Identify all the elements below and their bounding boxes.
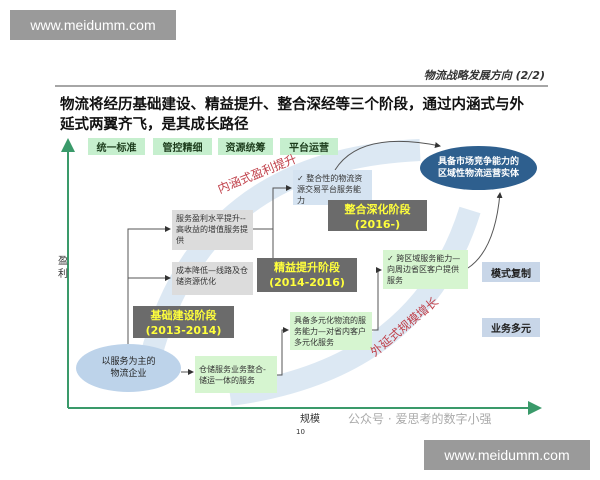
- tag-fine-control: 管控精细: [153, 138, 212, 155]
- stage-foundation: 基础建设阶段(2013-2014): [133, 306, 234, 338]
- gray-box-cost: 成本降低—线路及仓储资源优化: [172, 262, 253, 295]
- page-number: 10: [296, 428, 305, 436]
- tag-resource-coordination: 资源统筹: [218, 138, 273, 155]
- green-box-storage: 仓储服务业务整合-储运一体的服务: [195, 356, 277, 393]
- x-axis-label: 规模: [300, 414, 320, 425]
- label-mode-replication: 模式复制: [482, 262, 540, 282]
- tag-platform-operation: 平台运营: [280, 138, 338, 155]
- gray-box-profit: 服务盈利水平提升--高收益的增值服务提供: [172, 210, 253, 250]
- blue-box-platform: ✓ 整合性的物流资源交易平台服务能力: [293, 170, 372, 205]
- goal-ellipse: 具备市场竞争能力的区域性物流运营实体: [420, 146, 537, 190]
- watermark-bottom: www.meidumm.com: [424, 440, 590, 470]
- watermark-top: www.meidumm.com: [10, 10, 176, 40]
- start-ellipse: 以服务为主的物流企业: [76, 344, 181, 392]
- green-box-cross-region: ✓ 跨区域服务能力—向周边省区客户提供服务: [383, 250, 468, 289]
- section-title: 物流战略发展方向 (2/2): [423, 69, 545, 82]
- outer-growth-arc: [228, 206, 481, 406]
- stage-lean: 精益提升阶段(2014-2016): [257, 258, 357, 292]
- y-axis-label: 盈利: [58, 256, 68, 280]
- stage-integration: 整合深化阶段(2016-): [328, 200, 427, 231]
- green-box-diversified: 具备多元化物流的服务能力—对省内客户多元化服务: [290, 312, 372, 350]
- tag-unified-standard: 统一标准: [88, 138, 145, 155]
- title-line2: 延式两翼齐飞，是其成长路径: [60, 117, 249, 133]
- title-line1: 物流将经历基础建设、精益提升、整合深经等三个阶段，通过内涵式与外: [60, 97, 524, 113]
- wechat-watermark: 公众号 · 爱思考的数字小强: [348, 412, 492, 426]
- label-business-diversity: 业务多元: [482, 318, 540, 337]
